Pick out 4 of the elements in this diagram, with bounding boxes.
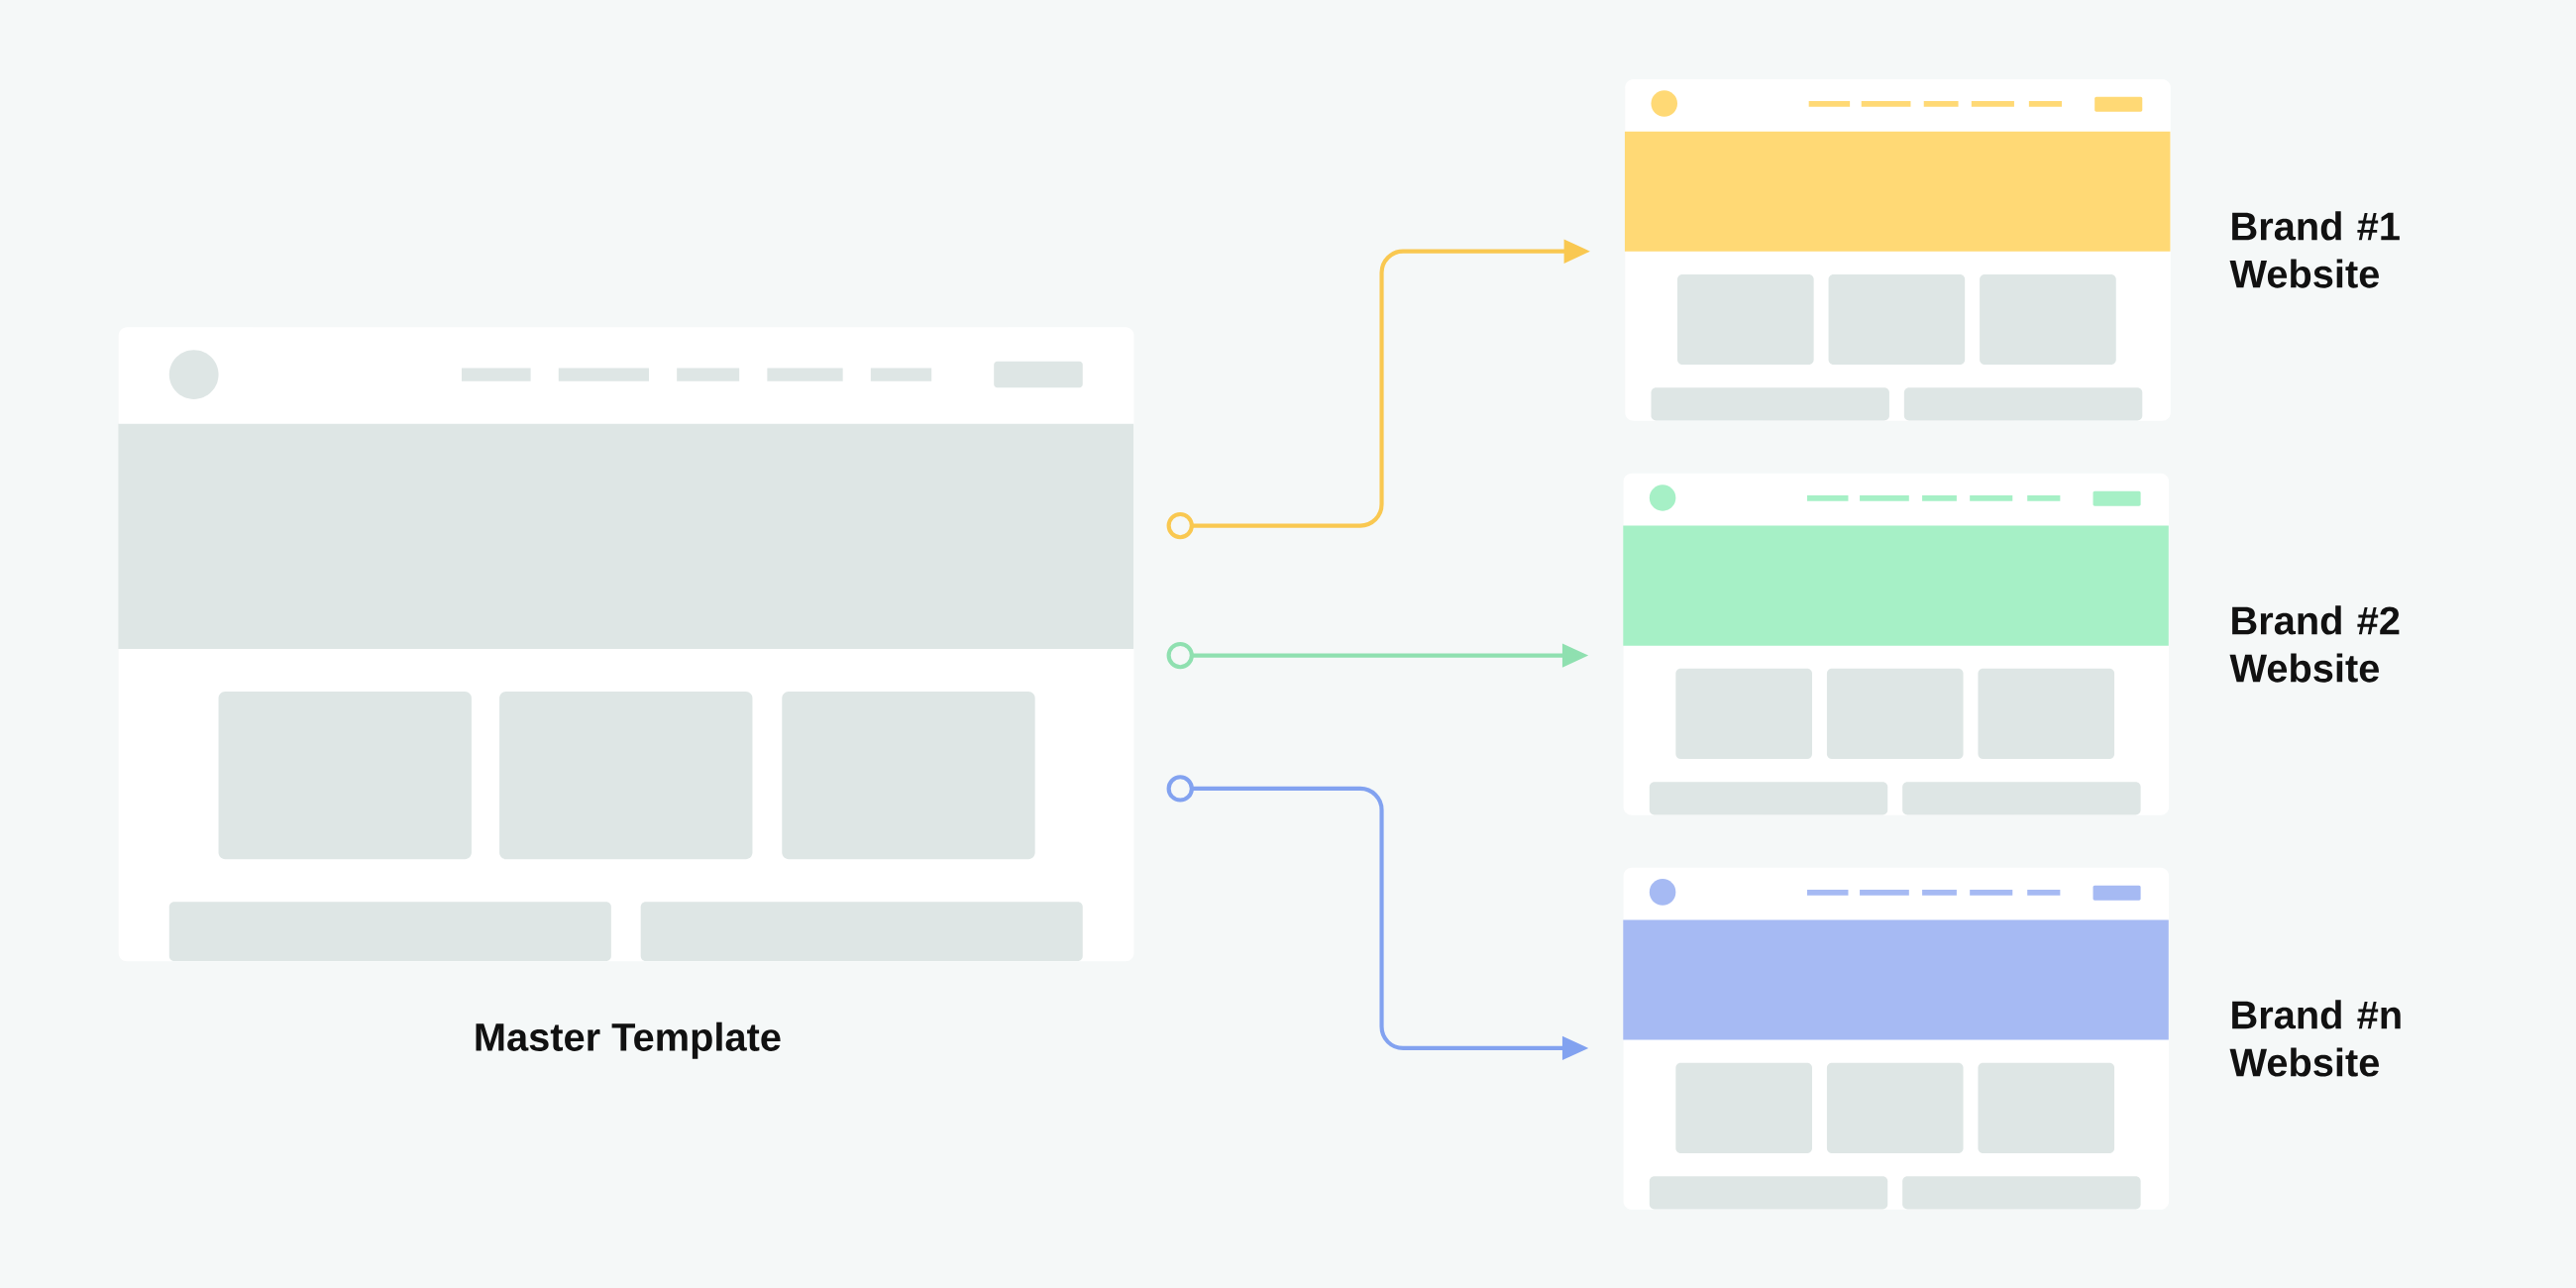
node-label: Brand #n Website: [2229, 1000, 2401, 1077]
node-label: Master Template: [476, 1021, 781, 1059]
node-label: Brand #1 Website: [2229, 211, 2400, 288]
node-label: Brand #2 Website: [2229, 605, 2400, 683]
